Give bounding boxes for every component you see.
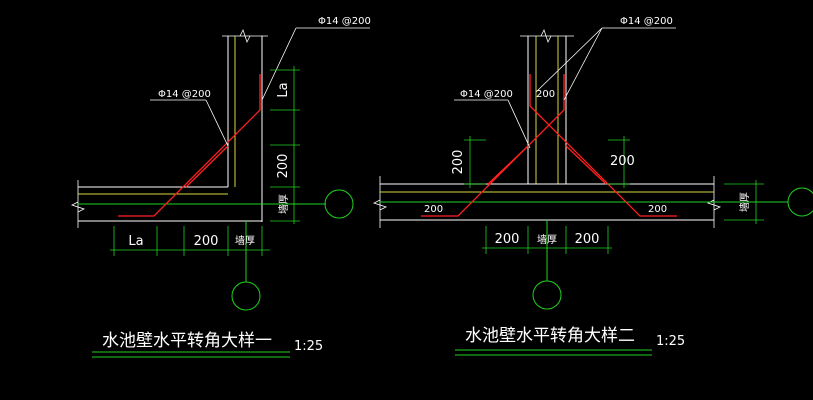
detail2-dim-200-bottom-right: 200 — [575, 232, 600, 247]
detail1-dim-la-bottom: La — [128, 234, 143, 249]
detail2-dim-wall-bottom: 墙厚 — [537, 233, 557, 246]
detail1-dim-200-bottom: 200 — [194, 234, 219, 249]
detail2-axis-bubble-bottom — [532, 280, 562, 310]
detail2-dim-200-inner-right: 200 — [610, 154, 635, 169]
detail2-dim-200-inner-left: 200 — [451, 150, 466, 175]
detail-2: 200 200 200 墙厚 200 墙厚 200 200 200 Φ14 @2… — [372, 16, 813, 356]
detail-1: La 200 墙厚 La 200 墙厚 Φ14 @200 Φ14 @200 水池… — [70, 16, 371, 358]
detail1-scale: 1:25 — [294, 339, 323, 354]
detail1-axis-bubble-right — [324, 189, 354, 219]
detail2-dim-200-right: 200 — [648, 204, 667, 215]
detail2-axis-bubble-right — [787, 187, 813, 217]
detail1-leader-a — [205, 99, 229, 147]
detail1-dim-la-right: La — [276, 82, 291, 97]
detail2-rebar-label-a: Φ14 @200 — [460, 89, 513, 100]
detail2-dim-200-bottom-left: 200 — [495, 232, 520, 247]
detail1-rebar-label-b: Φ14 @200 — [318, 16, 371, 27]
detail2-dim-wall-right: 墙厚 — [738, 192, 751, 212]
detail1-break-mark-left — [70, 201, 86, 213]
detail2-rebar-label-b: Φ14 @200 — [620, 16, 673, 27]
detail1-dim-wall-bottom: 墙厚 — [235, 234, 255, 247]
detail2-break-mark-left — [372, 199, 388, 211]
detail1-dim-wall-right: 墙厚 — [277, 194, 290, 214]
detail1-rebar-label-a: Φ14 @200 — [158, 89, 211, 100]
detail1-rebar-tail — [185, 145, 229, 188]
detail2-leader-a — [507, 99, 531, 149]
detail2-dim-200-left: 200 — [424, 204, 443, 215]
detail2-scale: 1:25 — [656, 334, 685, 349]
detail1-title: 水池壁水平转角大样一 — [102, 331, 272, 351]
detail2-leader-b2 — [563, 27, 603, 101]
detail2-dim-200-top: 200 — [536, 89, 555, 100]
detail1-leader-b — [261, 27, 297, 101]
detail1-dim-200-right: 200 — [276, 154, 291, 179]
detail2-rebar-tail-right — [565, 145, 607, 185]
detail2-rebar-right — [529, 74, 677, 217]
detail2-title: 水池壁水平转角大样二 — [465, 326, 635, 346]
detail2-rebar-tail-left — [487, 145, 529, 185]
detail1-break-mark-top — [239, 28, 251, 44]
detail1-axis-bubble-bottom — [231, 281, 261, 311]
detail2-leader-b1 — [535, 27, 603, 93]
detail2-break-mark-top — [540, 28, 552, 44]
detail1-rebar-bent — [118, 74, 261, 217]
